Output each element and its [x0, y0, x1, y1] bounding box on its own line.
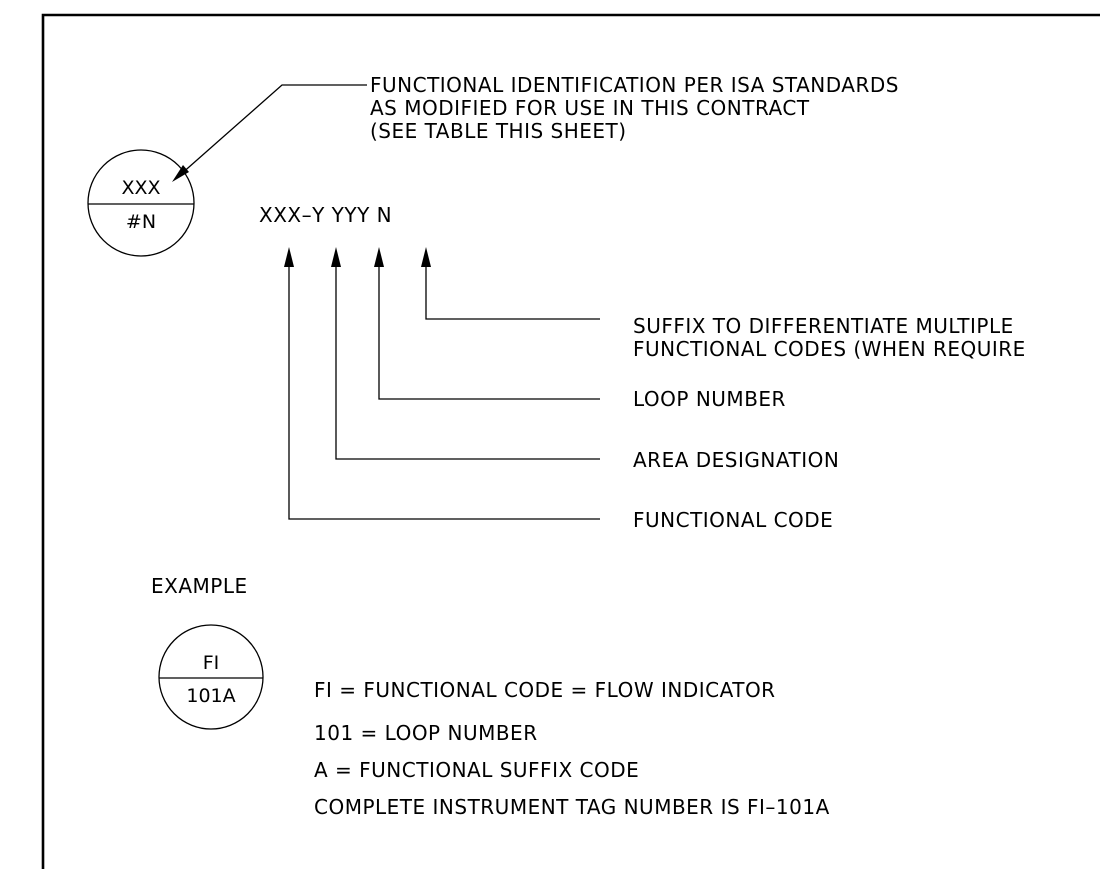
field-pointers: [284, 247, 600, 520]
example-bubble-circle: [158, 624, 264, 730]
leader-arrowhead-icon: [172, 165, 189, 182]
example-line: 101 = LOOP NUMBER: [314, 721, 538, 745]
example-instrument-bubble: FI 101A: [158, 624, 264, 730]
example-line: COMPLETE INSTRUMENT TAG NUMBER IS FI–101…: [314, 795, 830, 819]
area-designation-leader: [335, 265, 600, 460]
callout-line: (SEE TABLE THIS SHEET): [370, 119, 627, 143]
generic-instrument-bubble: XXX #N: [87, 149, 195, 257]
example-line: A = FUNCTIONAL SUFFIX CODE: [314, 758, 639, 782]
example-bubble-top-text: FI: [203, 652, 220, 674]
arrowhead-icon: [374, 247, 384, 267]
callout-leader: [172, 84, 367, 182]
tag-format: XXX–Y YYY N: [259, 203, 392, 227]
loop-number-leader: [378, 265, 600, 400]
arrowhead-icon: [284, 247, 294, 267]
example-explanation: FI = FUNCTIONAL CODE = FLOW INDICATOR 10…: [314, 678, 830, 819]
suffix-label-line: SUFFIX TO DIFFERENTIATE MULTIPLE: [633, 314, 1014, 338]
area-designation-label: AREA DESIGNATION: [633, 448, 839, 472]
arrowhead-icon: [421, 247, 431, 267]
field-labels: SUFFIX TO DIFFERENTIATE MULTIPLE FUNCTIO…: [633, 314, 1026, 532]
suffix-label-line: FUNCTIONAL CODES (WHEN REQUIRE: [633, 337, 1026, 361]
example-bubble-bottom-text: 101A: [186, 685, 235, 707]
bubble-top-text: XXX: [121, 177, 160, 199]
bubble-circle: [87, 149, 195, 257]
functional-code-label: FUNCTIONAL CODE: [633, 508, 833, 532]
callout-line: AS MODIFIED FOR USE IN THIS CONTRACT: [370, 96, 810, 120]
bubble-bottom-text: #N: [126, 211, 156, 233]
example-heading: EXAMPLE: [151, 574, 248, 598]
arrowhead-icon: [331, 247, 341, 267]
sheet-border: [41, 13, 1100, 869]
functional-code-leader: [288, 265, 600, 520]
callout-text: FUNCTIONAL IDENTIFICATION PER ISA STANDA…: [370, 73, 899, 143]
suffix-leader: [425, 265, 600, 320]
callout-line: FUNCTIONAL IDENTIFICATION PER ISA STANDA…: [370, 73, 899, 97]
example-line: FI = FUNCTIONAL CODE = FLOW INDICATOR: [314, 678, 776, 702]
loop-number-label: LOOP NUMBER: [633, 387, 786, 411]
leader-line: [179, 84, 367, 176]
